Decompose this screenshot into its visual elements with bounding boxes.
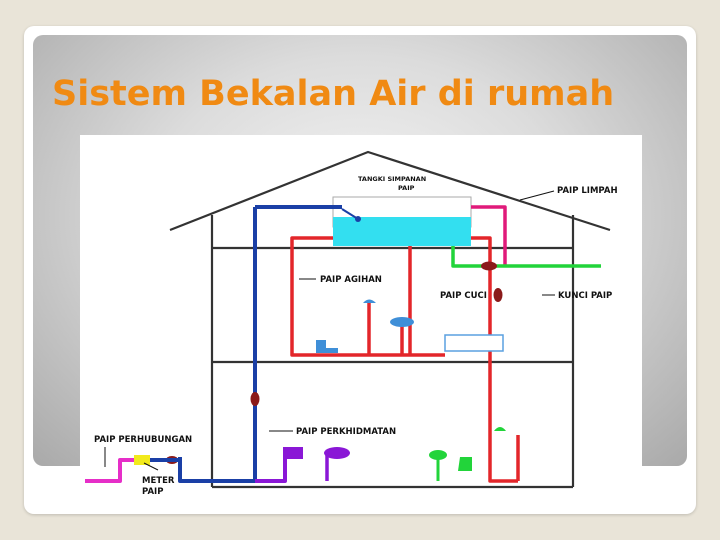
label-distribution: PAIP AGIHAN <box>320 275 382 285</box>
water-supply-diagram: TANGKI SIMPANAN PAIP PAIP LIMPAH PAIP AG… <box>80 135 642 499</box>
label-stop-valve: KUNCI PAIP <box>558 291 612 301</box>
tank-water <box>333 217 471 246</box>
ground-fixtures <box>429 427 506 481</box>
label-connection: PAIP PERHUBUNGAN <box>94 435 192 445</box>
wash-pipe <box>451 246 601 268</box>
water-meter-icon <box>134 455 150 465</box>
shower-head-icon <box>363 299 376 303</box>
bathtub-icon <box>444 334 504 352</box>
label-meter: METER <box>142 476 175 486</box>
toilet-icon <box>312 340 338 353</box>
label-tank-2: PAIP <box>398 184 415 192</box>
slide-title: Sistem Bekalan Air di rumah <box>52 74 615 114</box>
label-meter-2: PAIP <box>142 487 163 497</box>
basin-icon <box>390 317 414 327</box>
sink-icon <box>283 447 303 459</box>
main-pipe-valve <box>250 392 260 406</box>
label-service: PAIP PERKHIDMATAN <box>296 427 396 437</box>
label-wash: PAIP CUCI <box>440 291 487 301</box>
ground-tap-icon <box>494 427 506 431</box>
wash-valve <box>481 261 497 271</box>
arrow-meter <box>143 462 159 471</box>
label-tank: TANGKI SIMPANAN <box>358 175 426 183</box>
house-structure <box>169 150 611 489</box>
service-pipe <box>255 447 350 483</box>
label-overflow: PAIP LIMPAH <box>557 186 618 196</box>
stop-valve <box>493 288 503 302</box>
main-supply-pipe <box>178 205 342 483</box>
ground-toilet-icon <box>458 457 472 471</box>
upper-fixtures <box>312 299 504 353</box>
service-basin-icon <box>324 447 350 459</box>
overflow-pipe <box>471 205 507 265</box>
house-roof <box>169 150 611 232</box>
connection-pipe <box>85 455 180 483</box>
tank-float-arm <box>341 208 359 220</box>
tank-float <box>355 216 361 222</box>
storage-tank <box>332 196 472 246</box>
arrow-overflow <box>519 190 555 201</box>
distribution-pipe <box>290 236 520 483</box>
